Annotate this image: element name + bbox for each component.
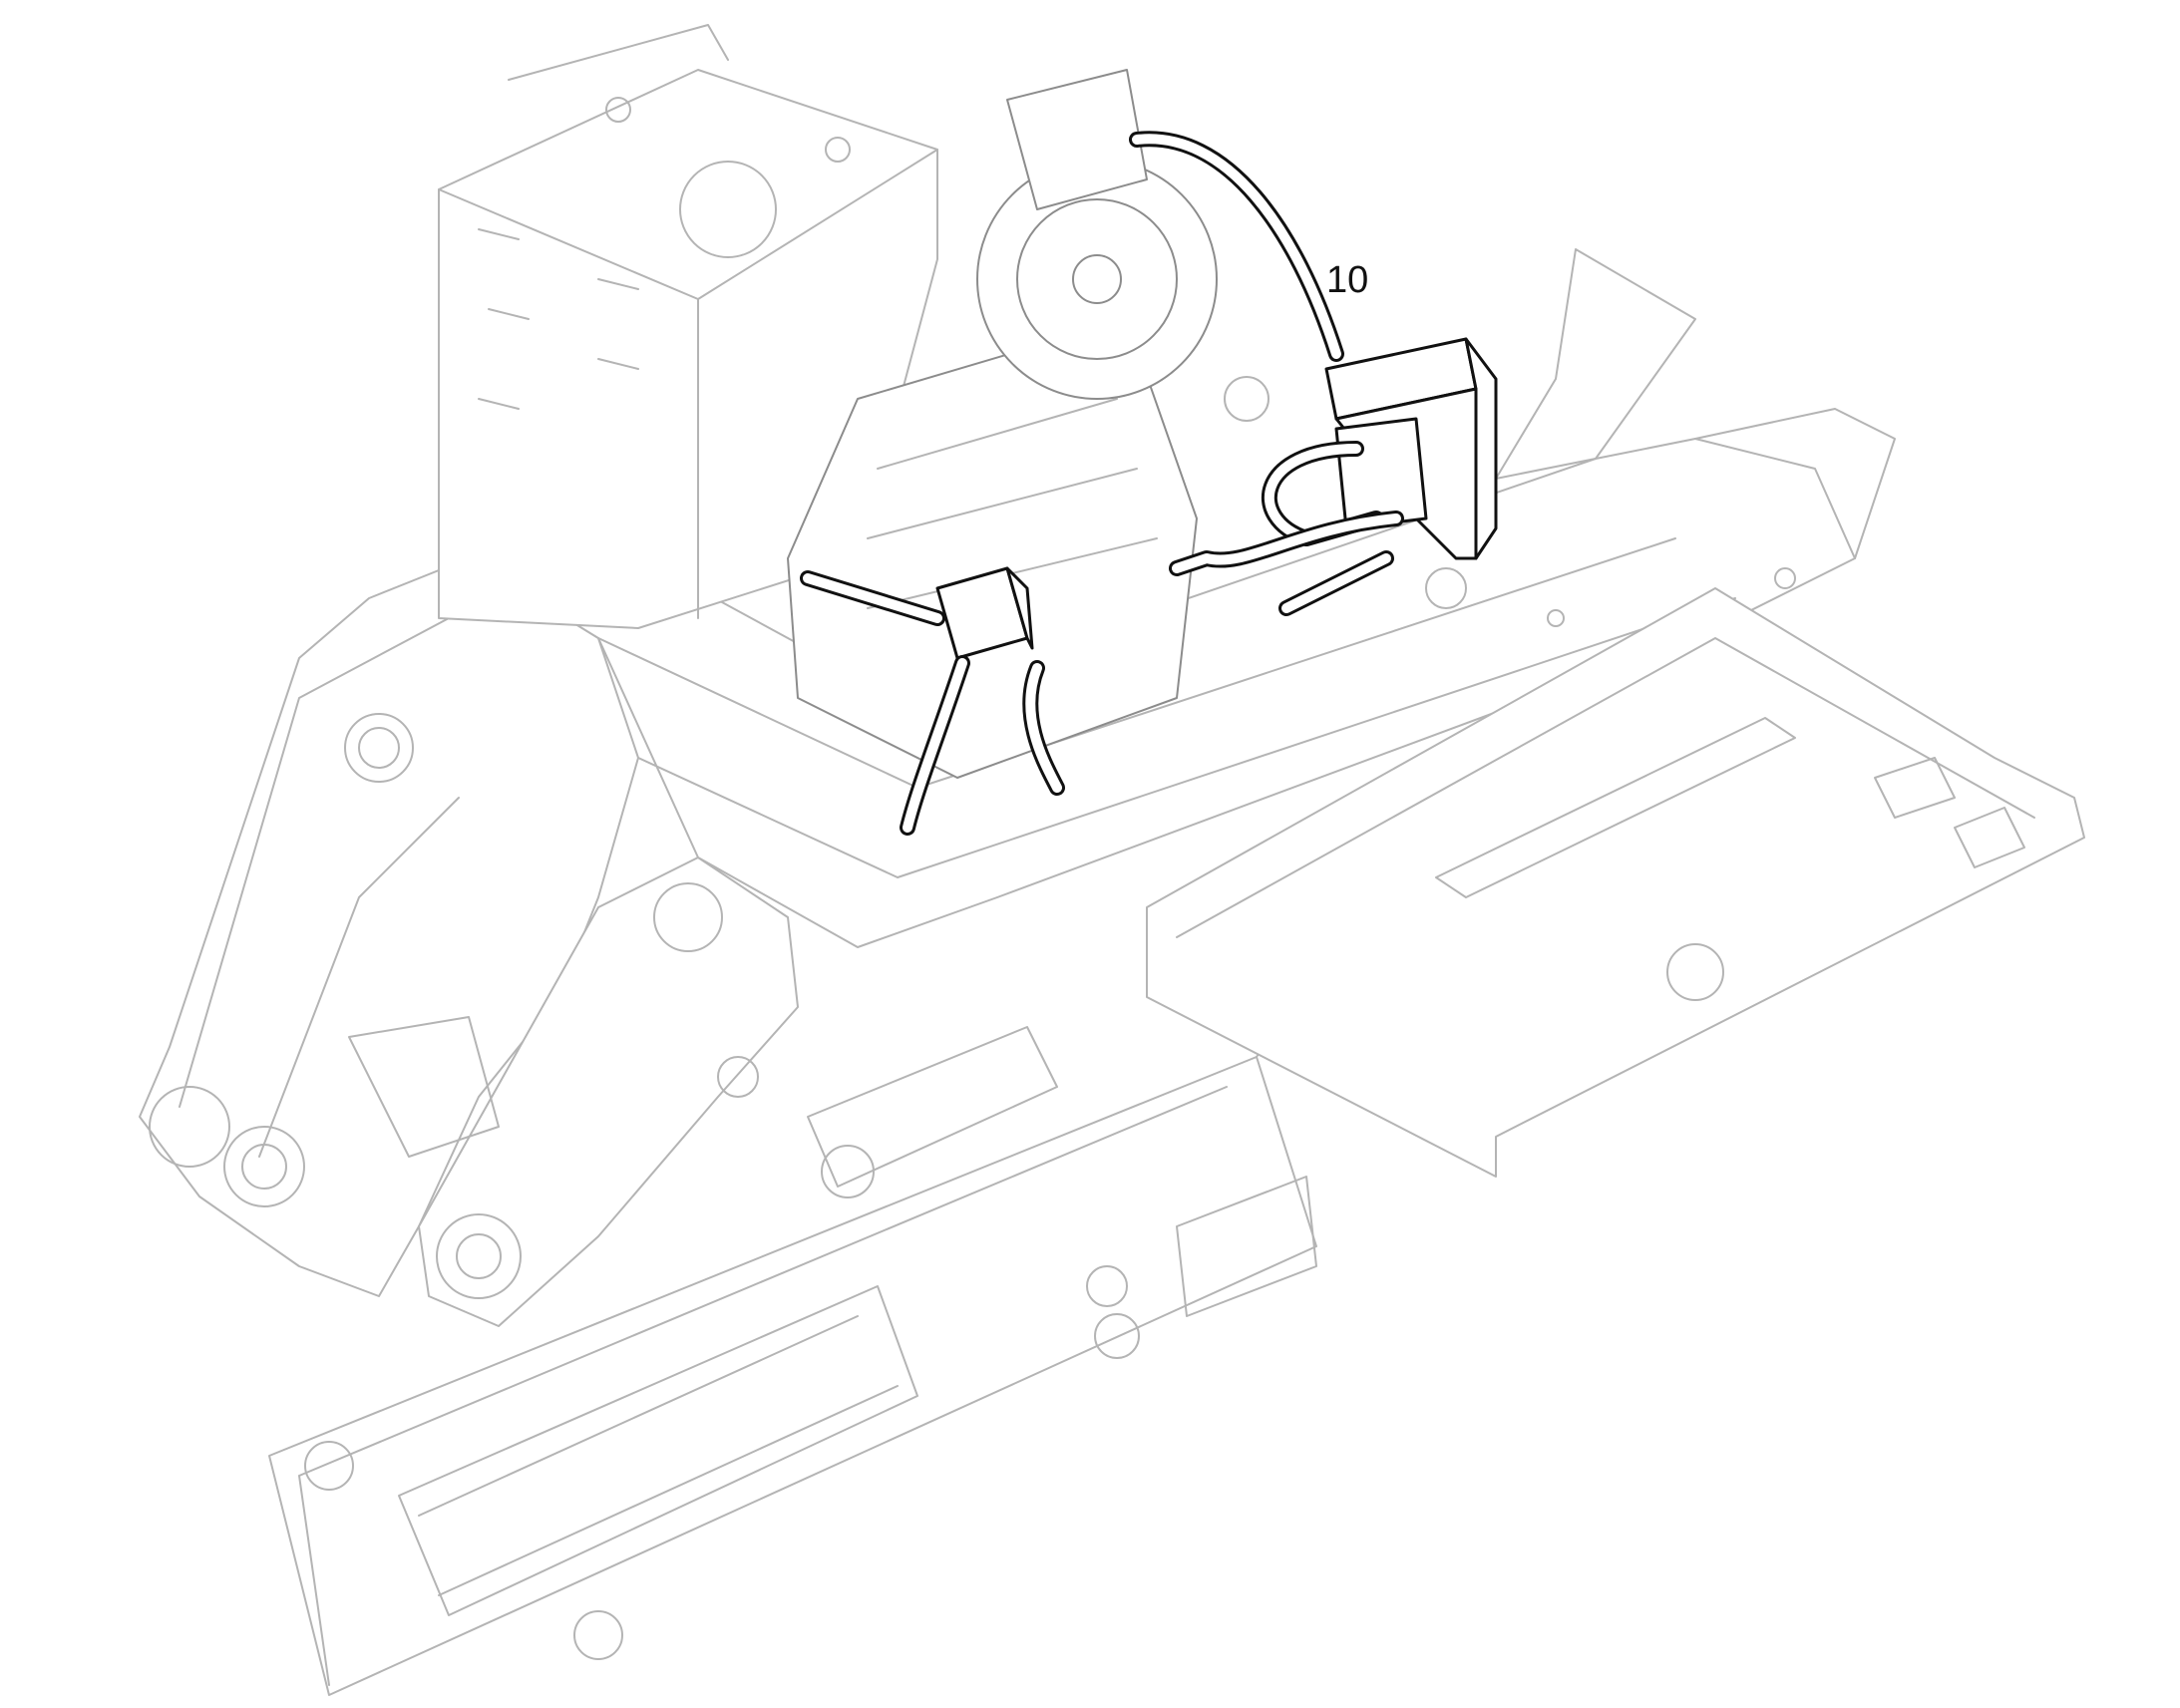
- callout-label-10: 10: [1326, 259, 1369, 301]
- hydraulic-hoses: [800, 131, 1404, 836]
- right-rail: [1146, 587, 2085, 1178]
- manifold-block: [935, 566, 1034, 660]
- callout-leader: [1368, 299, 1386, 339]
- boom-mount: [139, 557, 799, 1327]
- engine-block: [787, 69, 1467, 779]
